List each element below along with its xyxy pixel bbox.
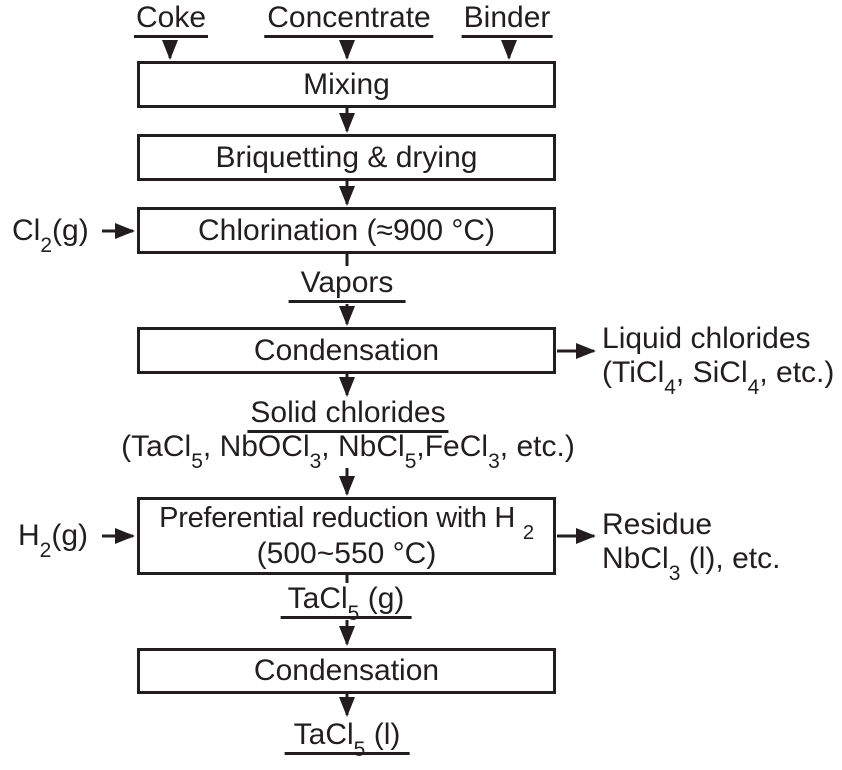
process-box-briquetting-label: Briquetting & drying (215, 140, 478, 174)
process-box-condensation-2: Condensation (137, 648, 556, 694)
input-label-binder: Binder (461, 3, 553, 38)
stream-label-tacl5-liquid: TaCl5 (l) (284, 720, 410, 760)
process-box-reduction-label-line2: (500~550 °C) (256, 537, 437, 570)
process-box-condensation-2-label: Condensation (253, 654, 440, 687)
process-box-chlorination-label: Chlorination (≈900 °C) (197, 213, 496, 247)
process-box-reduction: Preferential reduction with H 2 (500~550… (137, 497, 556, 575)
output-label-liquid-chlorides-line2: (TiCl4, SiCl4, etc.) (602, 356, 835, 400)
input-label-h2-gas: H2(g) (18, 519, 89, 563)
process-box-reduction-label-line1: Preferential reduction with H 2 (159, 502, 534, 544)
output-label-liquid-chlorides-line1: Liquid chlorides (602, 322, 811, 355)
input-label-coke: Coke (133, 3, 209, 38)
stream-label-solid-chlorides-detail: (TaCl5, NbOCl3, NbCl5,FeCl3, etc.) (121, 430, 575, 474)
process-box-chlorination: Chlorination (≈900 °C) (137, 207, 556, 254)
process-box-mixing-label: Mixing (303, 67, 390, 101)
output-label-residue-line2: NbCl3 (l), etc. (602, 542, 781, 586)
input-label-concentrate: Concentrate (264, 3, 434, 38)
output-label-residue-line1: Residue (602, 508, 713, 541)
stream-label-tacl5-gas: TaCl5 (g) (280, 584, 412, 624)
process-box-condensation-1: Condensation (137, 327, 556, 374)
stream-label-vapors: Vapors (288, 268, 406, 303)
output-label-residue: Residue NbCl3 (l), etc. (602, 508, 781, 586)
process-box-briquetting: Briquetting & drying (137, 134, 556, 181)
input-label-cl2-gas: Cl2(g) (12, 214, 89, 258)
output-label-liquid-chlorides: Liquid chlorides (TiCl4, SiCl4, etc.) (602, 322, 835, 400)
process-box-mixing: Mixing (137, 61, 556, 108)
stream-label-solid-chlorides: Solid chlorides (247, 398, 449, 433)
process-box-condensation-1-label: Condensation (253, 333, 440, 367)
